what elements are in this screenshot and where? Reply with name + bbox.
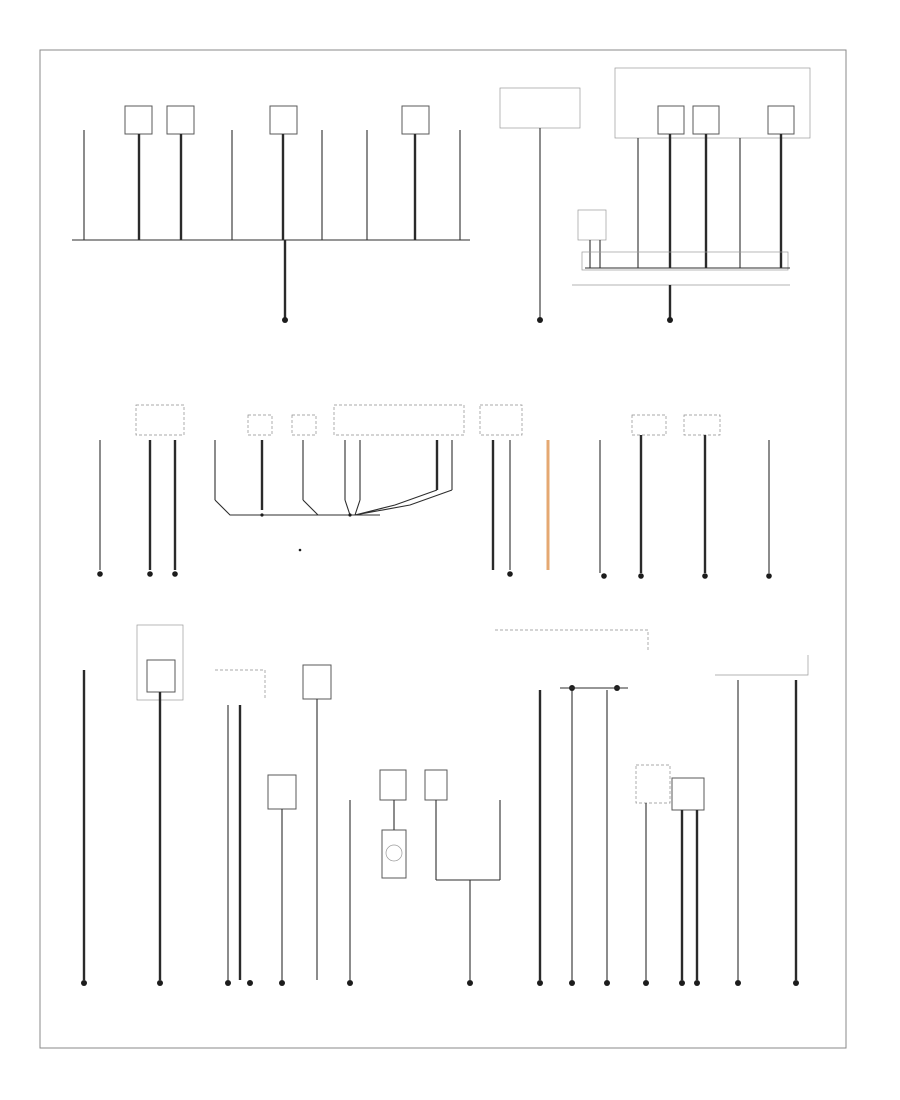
component-outline bbox=[635, 764, 671, 804]
ground-point bbox=[347, 980, 353, 986]
ground-point bbox=[247, 980, 253, 986]
component-outline bbox=[247, 414, 273, 436]
ground-point bbox=[81, 980, 87, 986]
splice-dot bbox=[260, 513, 264, 517]
component-outline bbox=[215, 669, 266, 700]
top-right-ground-group bbox=[572, 67, 811, 323]
component-box bbox=[166, 105, 195, 135]
ground-point bbox=[604, 980, 610, 986]
component-outline bbox=[333, 404, 465, 436]
component-outline bbox=[479, 404, 523, 436]
component-box bbox=[269, 105, 298, 135]
top-middle-ground-group bbox=[499, 87, 581, 323]
ground-point bbox=[282, 317, 288, 323]
component-outline bbox=[291, 414, 317, 436]
relay-coil bbox=[385, 844, 403, 862]
ground-point bbox=[537, 980, 543, 986]
component-outline bbox=[715, 655, 809, 676]
ground-point bbox=[537, 317, 543, 323]
ground-point bbox=[643, 980, 649, 986]
ground-point bbox=[157, 980, 163, 986]
ground-point bbox=[147, 571, 153, 577]
ground-point bbox=[279, 980, 285, 986]
component-box bbox=[401, 105, 430, 135]
diagram-frame bbox=[39, 49, 847, 1049]
ground-point bbox=[667, 317, 673, 323]
component-box bbox=[124, 105, 153, 135]
ground-point bbox=[97, 571, 103, 577]
component-box bbox=[381, 829, 407, 879]
ground-point bbox=[225, 980, 231, 986]
component-box bbox=[692, 105, 720, 135]
component-outline bbox=[683, 414, 721, 436]
component-box bbox=[302, 664, 332, 700]
component-box bbox=[267, 774, 297, 810]
component-box bbox=[657, 105, 685, 135]
splice-dot bbox=[348, 513, 352, 517]
middle-ground-group bbox=[97, 404, 772, 579]
component-box bbox=[379, 769, 407, 801]
ground-point bbox=[702, 573, 708, 579]
joint-connector-box bbox=[581, 251, 789, 271]
ground-point bbox=[569, 980, 575, 986]
ground-point bbox=[793, 980, 799, 986]
ground-point bbox=[172, 571, 178, 577]
top-left-ground-group bbox=[72, 105, 470, 323]
splice-branches bbox=[214, 489, 453, 516]
joint-connector bbox=[577, 209, 607, 241]
ground-point bbox=[601, 573, 607, 579]
ground-point bbox=[679, 980, 685, 986]
component-box bbox=[424, 769, 448, 801]
component-outline bbox=[499, 87, 581, 129]
ground-point bbox=[735, 980, 741, 986]
ground-point-small bbox=[298, 548, 302, 552]
ground-point bbox=[507, 571, 513, 577]
ground-point bbox=[638, 573, 644, 579]
component-outline bbox=[614, 67, 811, 139]
ground-point bbox=[467, 980, 473, 986]
component-outline bbox=[495, 629, 649, 650]
component-box bbox=[146, 659, 176, 693]
ground-point bbox=[766, 573, 772, 579]
component-outline bbox=[631, 414, 667, 436]
ground-point bbox=[694, 980, 700, 986]
component-box bbox=[671, 777, 705, 811]
bottom-ground-group bbox=[81, 624, 809, 986]
component-box bbox=[767, 105, 795, 135]
component-outline bbox=[135, 404, 185, 436]
